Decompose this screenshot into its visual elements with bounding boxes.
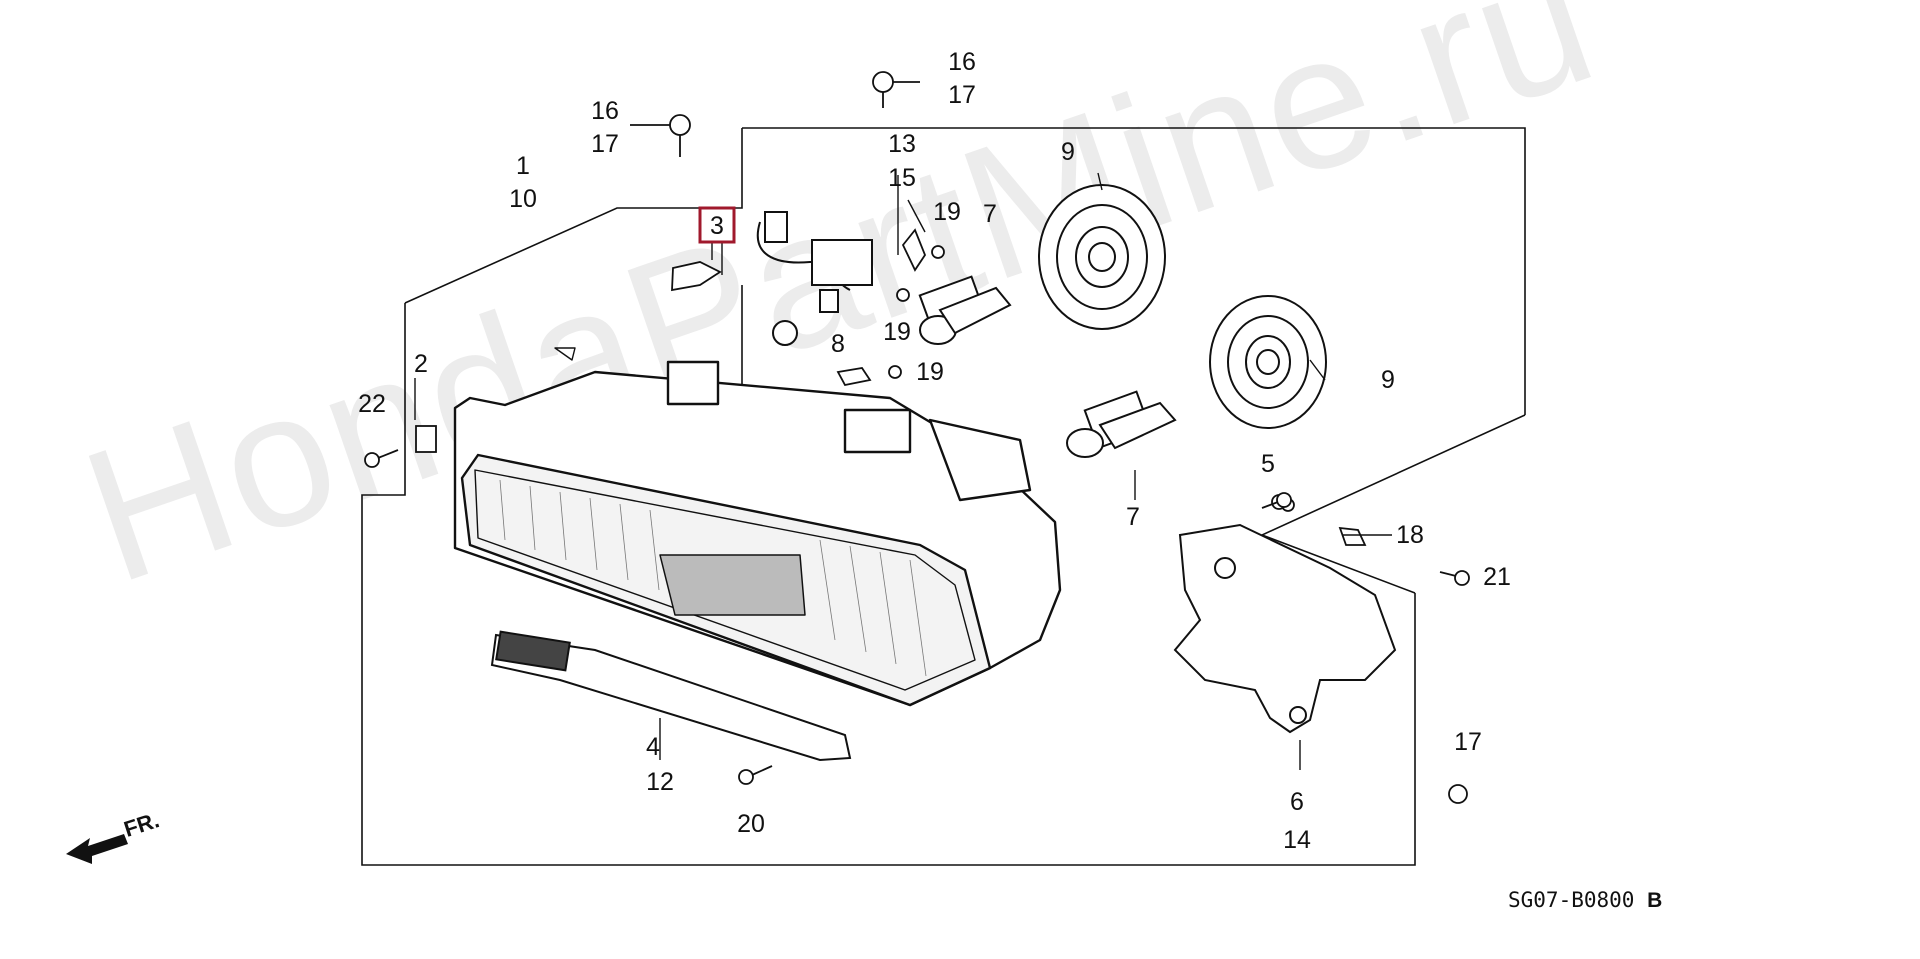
- mounting-bracket: [1173, 523, 1397, 734]
- dust-cover-lower: [1209, 295, 1327, 429]
- callout-1: 1: [516, 152, 530, 180]
- callout-19-b: 19: [883, 318, 911, 346]
- callout-6: 6: [1290, 788, 1304, 816]
- headlight-housing: [453, 347, 1062, 707]
- callout-3-highlighted[interactable]: 3: [698, 206, 736, 244]
- front-direction-indicator: FR.: [58, 807, 198, 877]
- callout-17-right: 17: [1454, 728, 1482, 756]
- hardware: [415, 228, 1468, 804]
- callout-16-left: 16: [591, 97, 619, 125]
- bolt-16-17-upper: [872, 71, 920, 108]
- callout-7-upper: 7: [983, 200, 997, 228]
- callout-19-a: 19: [933, 198, 961, 226]
- callout-18: 18: [1396, 521, 1424, 549]
- callout-9-upper: 9: [1061, 138, 1075, 166]
- callout-15: 15: [888, 164, 916, 192]
- callouts: 1 10 2 22 4 12 20 16 17 16 17 13 15 19 1…: [358, 48, 1511, 854]
- callout-9-lower: 9: [1381, 366, 1395, 394]
- callout-12: 12: [646, 768, 674, 796]
- screw-21: [1439, 570, 1470, 586]
- callout-13: 13: [888, 130, 916, 158]
- diagram-revision: B: [1647, 889, 1663, 912]
- lower-bracket: [490, 630, 852, 762]
- callout-17-top: 17: [948, 81, 976, 109]
- callout-4: 4: [646, 733, 660, 761]
- callout-21: 21: [1483, 563, 1511, 591]
- lens-hatching: [499, 479, 927, 677]
- callout-19-c: 19: [916, 358, 944, 386]
- leader-lines: [414, 172, 1392, 770]
- callout-8: 8: [831, 330, 845, 358]
- bulb-upper: [918, 275, 1012, 345]
- front-arrow-icon: [66, 834, 128, 864]
- callout-10: 10: [509, 185, 537, 213]
- assembly-outline: [361, 127, 1526, 866]
- callout-20: 20: [737, 810, 765, 838]
- dust-cover-upper: [1038, 184, 1166, 330]
- diagram-code: SG07-B0800 B: [1508, 888, 1662, 913]
- callout-17-left: 17: [591, 130, 619, 158]
- screw-20: [738, 765, 773, 785]
- callout-14: 14: [1283, 826, 1311, 854]
- callout-7-lower: 7: [1126, 503, 1140, 531]
- screw-5: [1261, 492, 1292, 509]
- screw-22: [364, 449, 399, 468]
- wiring-connector: [757, 211, 873, 346]
- bolt-16-17-left: [630, 114, 691, 157]
- bulb-lower: [1066, 390, 1177, 458]
- diagram-code-text: SG07-B0800: [1508, 888, 1635, 912]
- callout-3: 3: [710, 212, 724, 240]
- callout-16-top: 16: [948, 48, 976, 76]
- callout-5: 5: [1261, 450, 1275, 478]
- callout-2: 2: [414, 350, 428, 378]
- callout-22: 22: [358, 390, 386, 418]
